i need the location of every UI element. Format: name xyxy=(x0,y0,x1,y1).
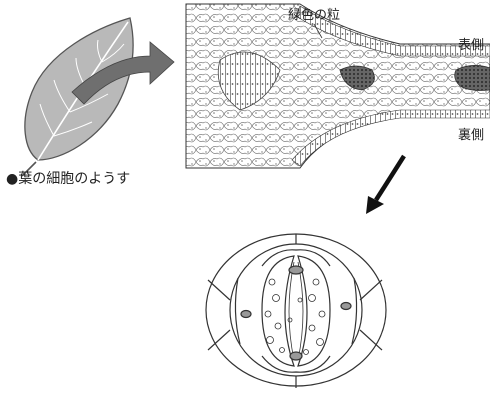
nucleus-left xyxy=(241,311,251,318)
down-arrow xyxy=(366,156,404,214)
green-grain-label: 緑色の粒 xyxy=(288,4,340,23)
nucleus-top xyxy=(289,266,303,274)
upper-side-label: 表側 xyxy=(458,34,484,53)
leaf-cross-section xyxy=(186,4,490,168)
nucleus-right xyxy=(341,303,351,310)
leaf-caption: ●葉の細胞のようす xyxy=(6,168,130,188)
lower-side-label: 裏側 xyxy=(458,124,484,143)
nucleus-bottom xyxy=(290,352,302,360)
stomata-illustration xyxy=(206,234,386,388)
